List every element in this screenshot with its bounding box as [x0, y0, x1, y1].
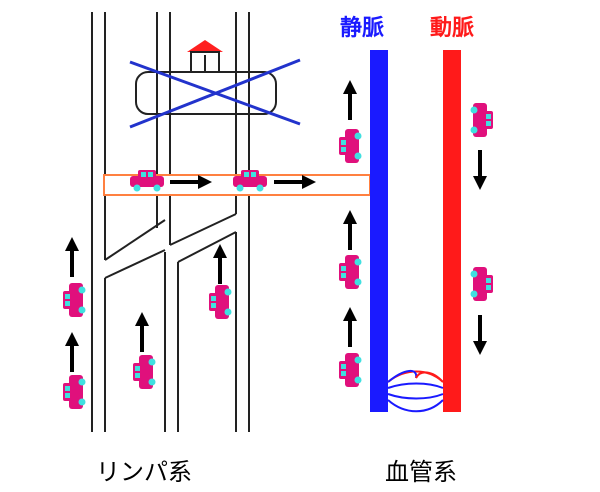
arrow-up-icon — [133, 310, 151, 354]
road-line — [104, 249, 166, 279]
car-icon — [470, 267, 493, 301]
lymph-system-label: リンパ系 — [96, 458, 192, 486]
arrow-up-icon — [63, 235, 81, 279]
vein-label: 静脈 — [340, 16, 385, 41]
arrow-up-icon — [341, 78, 359, 122]
car-icon — [233, 170, 267, 192]
lymph-road-network — [91, 12, 277, 432]
car-icon — [339, 353, 362, 387]
arrow-down-icon — [471, 313, 489, 357]
vascular-system-label: 血管系 — [385, 458, 457, 486]
capillary-loop-icon — [387, 370, 444, 413]
car-icon — [470, 103, 493, 137]
road-line — [177, 231, 237, 263]
arrow-down-icon — [471, 148, 489, 192]
road-line — [104, 219, 166, 261]
house-roof-icon — [187, 40, 223, 73]
car-icon — [63, 375, 86, 409]
car-icon — [130, 170, 164, 192]
car-icon — [339, 255, 362, 289]
arrow-right-icon — [272, 173, 318, 191]
arrow-up-icon — [341, 208, 359, 252]
artery-label: 動脈 — [430, 16, 475, 41]
arrow-up-icon — [341, 305, 359, 349]
arrow-up-icon — [211, 242, 229, 286]
car-icon — [63, 283, 86, 317]
car-icon — [133, 355, 156, 389]
car-icon — [209, 285, 232, 319]
arrow-up-icon — [63, 330, 81, 374]
car-icon — [339, 129, 362, 163]
artery-vessel — [443, 50, 461, 412]
arrow-right-icon — [168, 173, 214, 191]
road-line — [169, 213, 237, 246]
cross-mark-icon — [129, 58, 301, 129]
vein-vessel — [370, 50, 388, 412]
